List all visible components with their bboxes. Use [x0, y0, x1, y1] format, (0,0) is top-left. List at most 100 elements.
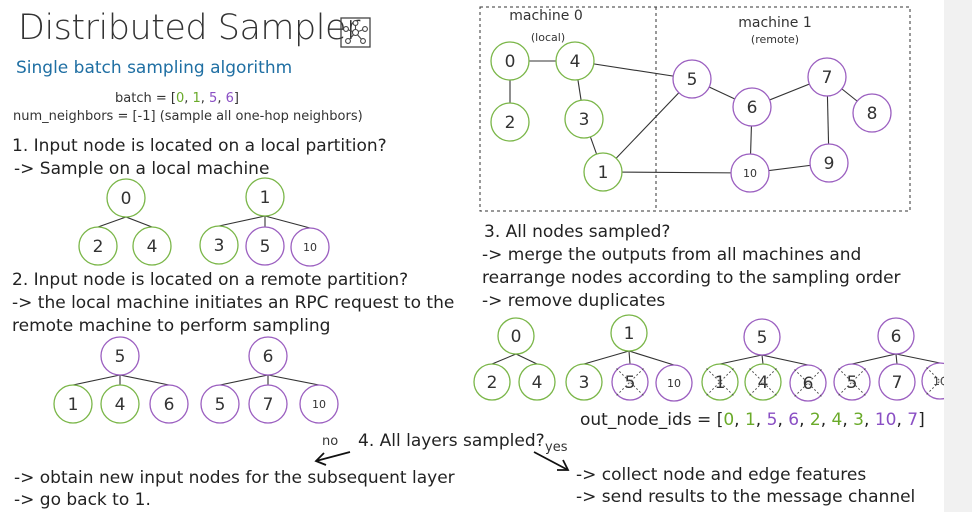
- graph-edge: [602, 78, 693, 173]
- merged-tree-1-edge: [628, 350, 631, 365]
- partition-box: [479, 6, 911, 212]
- step3-line1: -> merge the outputs from all machines a…: [482, 245, 862, 265]
- merged-tree-5-edge: [761, 354, 809, 366]
- graph-node-6-circle: [732, 87, 772, 127]
- tree-0-child-2-circle: [78, 226, 118, 266]
- merged-tree-0-root-label: 0: [511, 327, 522, 347]
- merged-tree-6-child-7-circle: [878, 363, 916, 401]
- scrollbar[interactable]: [944, 0, 972, 512]
- graph-node-2-circle: [490, 102, 530, 142]
- batch-item: 5: [209, 91, 218, 106]
- tree-6-edge: [267, 374, 320, 386]
- tree-5-edge: [119, 374, 170, 386]
- yes-label: yes: [545, 440, 568, 455]
- merged-tree-1-edge: [628, 350, 675, 366]
- step3-line3: -> remove duplicates: [482, 291, 666, 311]
- graph-node-7-label: 7: [822, 68, 833, 88]
- merged-tree-6-edge: [895, 353, 941, 364]
- merged-tree-6-child-5-label: 5: [847, 373, 858, 393]
- step4-title: 4. All layers sampled?: [358, 431, 545, 451]
- yes-branch-line2: -> send results to the message channel: [576, 487, 916, 507]
- graph-edge: [574, 60, 693, 80]
- merged-tree-1-child-3-circle: [565, 363, 603, 401]
- merged-tree-0-child-2-label: 2: [487, 373, 498, 393]
- tree-5-root-label: 5: [115, 347, 126, 367]
- merged-tree-5-edge: [761, 354, 764, 365]
- merged-tree-5-child-6-label: 6: [803, 374, 814, 394]
- machine0-role: (local): [531, 31, 565, 44]
- tree-1-root-label: 1: [260, 188, 271, 208]
- tree-0-edge: [125, 216, 153, 228]
- merged-tree-5-root-label: 5: [757, 328, 768, 348]
- graph-node-2-label: 2: [505, 113, 516, 133]
- tree-1-edge: [218, 215, 266, 227]
- tree-5-child-6-circle: [149, 384, 189, 424]
- tree-1-root-circle: [245, 177, 285, 217]
- merged-tree-0-child-4-circle: [518, 363, 556, 401]
- merged-tree-5-edge: [719, 354, 763, 365]
- tree-6-child-5-label: 5: [215, 395, 226, 415]
- page-title: Distributed Sampler: [18, 8, 360, 48]
- out_node_ids-item: 5: [766, 410, 778, 430]
- no-branch-line1: -> obtain new input nodes for the subseq…: [14, 468, 455, 488]
- out_node_ids-item: 1: [744, 410, 756, 430]
- merged-tree-1-edge: [583, 350, 630, 365]
- tree-6-child-7-circle: [248, 384, 288, 424]
- graph-node-8-circle: [852, 93, 892, 133]
- tree-5-child-6-label: 6: [164, 395, 175, 415]
- tree-1-child-3-label: 3: [214, 236, 225, 256]
- merged-tree-5-root-circle: [743, 318, 781, 356]
- merged-tree-0-edge: [515, 353, 538, 365]
- graph-node-4-circle: [555, 41, 595, 81]
- tree-1-child-5-circle: [245, 226, 285, 266]
- step1-title: 1. Input node is located on a local part…: [12, 136, 387, 156]
- graph-node-9-circle: [809, 143, 849, 183]
- graph-node-6-label: 6: [747, 98, 758, 118]
- merged-tree-1-root-circle: [610, 314, 648, 352]
- tree-1-child-10-label: 10: [303, 241, 317, 254]
- tree-0-edge: [97, 216, 127, 228]
- num-neighbors: num_neighbors = [-1] (sample all one-hop…: [13, 109, 363, 124]
- tree-6-child-10-circle: [299, 384, 339, 424]
- merged-tree-6-root-circle: [877, 317, 915, 355]
- step2-line2: remote machine to perform sampling: [12, 316, 331, 336]
- out_node_ids-item: 3: [853, 410, 864, 430]
- merged-tree-5-child-1-circle: [701, 363, 739, 401]
- tree-1-child-5-label: 5: [260, 237, 271, 257]
- no-label: no: [322, 434, 339, 449]
- tree-6-root-label: 6: [263, 347, 274, 367]
- graph-node-5-circle: [672, 59, 712, 99]
- batch-item: 6: [225, 91, 234, 106]
- tree-6-root-circle: [248, 336, 288, 376]
- tree-5: 5 1 4 6: [53, 336, 189, 424]
- merged-tree-5-child-1-label: 1: [715, 373, 726, 393]
- merged-tree-6-child-7-label: 7: [892, 373, 903, 393]
- subtitle: Single batch sampling algorithm: [16, 58, 293, 78]
- batch-item: 1: [192, 91, 201, 106]
- tree-5-root-circle: [100, 336, 140, 376]
- batch-line: batch = [0, 1, 5, 6]: [115, 91, 239, 106]
- merged-tree-5-child-4-circle: [744, 363, 782, 401]
- graph-node-10-circle: [730, 153, 770, 193]
- no-arrow: [314, 451, 351, 466]
- merged-tree-0-root-circle: [497, 317, 535, 355]
- out_node_ids-item: 0: [723, 410, 735, 430]
- graph-node-1-label: 1: [598, 163, 609, 183]
- tree-0-root-label: 0: [121, 189, 132, 209]
- step2-line1: -> the local machine initiates an RPC re…: [12, 293, 455, 313]
- merged-tree-0-edge: [491, 353, 517, 365]
- merged-tree-1-child-10-label: 10: [667, 377, 681, 390]
- merged-tree-1-child-10-circle: [655, 364, 693, 402]
- tree-5-child-1-label: 1: [68, 395, 79, 415]
- tree-5-child-4-label: 4: [115, 395, 126, 415]
- graph-node-9-label: 9: [824, 154, 835, 174]
- merged-tree-1-child-5-circle: [611, 363, 649, 401]
- graph-node-3-circle: [564, 99, 604, 139]
- tree-0-root-circle: [106, 178, 146, 218]
- step1-line: -> Sample on a local machine: [14, 159, 270, 179]
- tree-1: 1 3 5 10: [199, 177, 330, 267]
